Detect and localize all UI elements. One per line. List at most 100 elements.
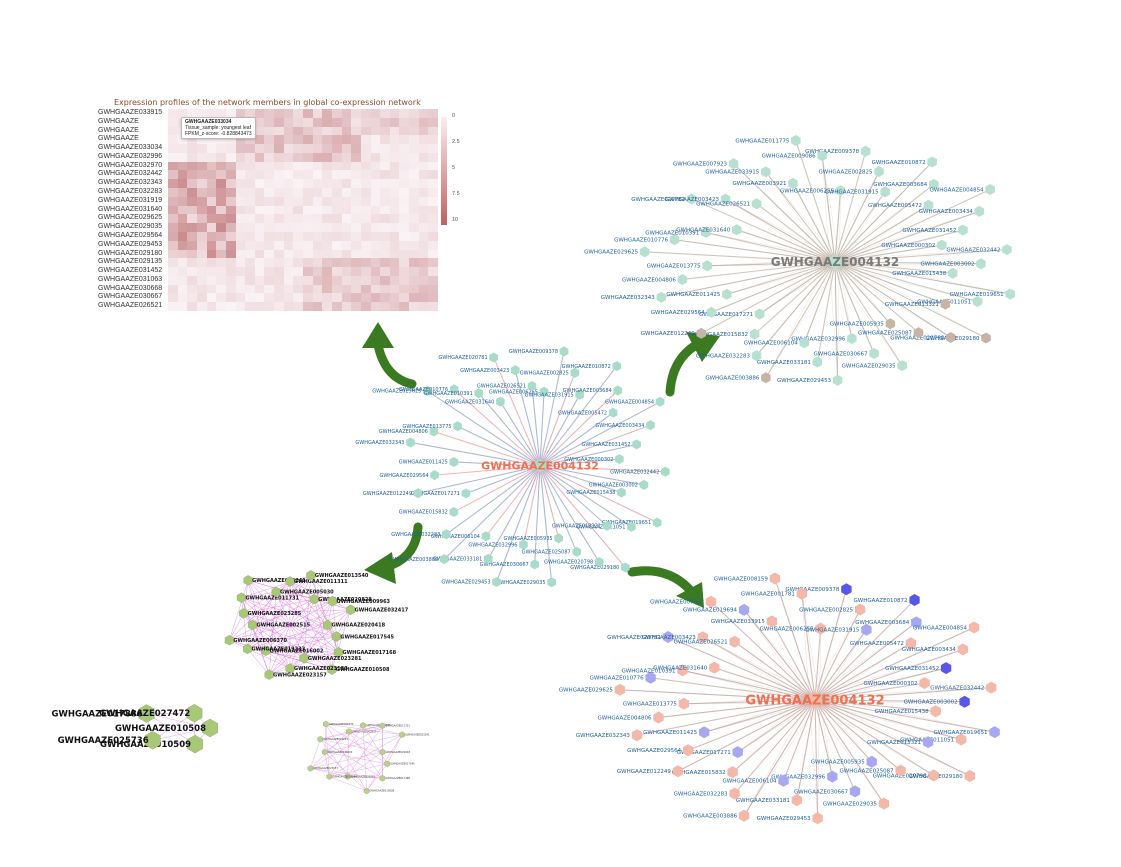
heatmap-cell[interactable] bbox=[235, 196, 246, 206]
heatmap-cell[interactable] bbox=[409, 302, 419, 312]
heatmap-cell[interactable] bbox=[360, 196, 371, 206]
heatmap-cell[interactable] bbox=[196, 293, 207, 303]
gene-node-icon[interactable] bbox=[511, 365, 520, 376]
heatmap-cell[interactable] bbox=[274, 267, 284, 277]
heatmap-cell[interactable] bbox=[283, 231, 294, 242]
heatmap-cell[interactable] bbox=[370, 214, 381, 224]
gene-node-icon[interactable] bbox=[239, 608, 249, 619]
heatmap-cell[interactable] bbox=[206, 214, 217, 224]
gene-node-icon[interactable] bbox=[326, 773, 333, 780]
heatmap-cell[interactable] bbox=[312, 284, 323, 294]
heatmap-cell[interactable] bbox=[216, 231, 227, 242]
heatmap-cell[interactable] bbox=[206, 293, 217, 303]
heatmap-cell[interactable] bbox=[177, 161, 188, 171]
heatmap-cell[interactable] bbox=[216, 188, 227, 198]
heatmap-cell[interactable] bbox=[312, 117, 323, 127]
heatmap-cell[interactable] bbox=[399, 223, 410, 233]
heatmap-cell[interactable] bbox=[312, 302, 323, 312]
heatmap-cell[interactable] bbox=[225, 240, 236, 250]
heatmap-cell[interactable] bbox=[293, 152, 304, 162]
heatmap-cell[interactable] bbox=[274, 170, 284, 180]
gene-node-icon[interactable] bbox=[860, 145, 871, 157]
heatmap-cell[interactable] bbox=[293, 161, 304, 171]
heatmap-cell[interactable] bbox=[409, 135, 419, 145]
heatmap-cell[interactable] bbox=[303, 223, 313, 233]
heatmap-cell[interactable] bbox=[322, 196, 333, 206]
heatmap-cell[interactable] bbox=[428, 258, 439, 268]
heatmap-cell[interactable] bbox=[168, 293, 178, 303]
gene-node-icon[interactable] bbox=[754, 308, 765, 320]
heatmap-cell[interactable] bbox=[428, 205, 439, 215]
heatmap-cell[interactable] bbox=[399, 205, 410, 215]
heatmap-cell[interactable] bbox=[360, 188, 371, 198]
heatmap-cell[interactable] bbox=[322, 258, 333, 268]
heatmap-cell[interactable] bbox=[380, 188, 391, 198]
heatmap-cell[interactable] bbox=[360, 240, 371, 250]
heatmap-cell[interactable] bbox=[331, 109, 342, 119]
heatmap-cell[interactable] bbox=[322, 188, 333, 198]
gene-node-icon[interactable] bbox=[602, 520, 612, 531]
gene-node-icon[interactable] bbox=[645, 671, 656, 684]
gene-node-icon[interactable] bbox=[656, 291, 667, 303]
heatmap-cell[interactable] bbox=[274, 144, 284, 154]
gene-node-icon[interactable] bbox=[729, 787, 740, 800]
gene-node-icon[interactable] bbox=[727, 766, 738, 779]
heatmap-cell[interactable] bbox=[264, 240, 275, 250]
heatmap-cell[interactable] bbox=[245, 179, 256, 189]
gene-node-icon[interactable] bbox=[399, 731, 405, 738]
heatmap-cell[interactable] bbox=[399, 196, 410, 206]
gene-node-icon[interactable] bbox=[379, 748, 386, 756]
heatmap-cell[interactable] bbox=[331, 267, 342, 277]
heatmap-cell[interactable] bbox=[283, 302, 294, 312]
gene-node-icon[interactable] bbox=[613, 385, 623, 396]
heatmap-cell[interactable] bbox=[177, 231, 188, 242]
heatmap-cell[interactable] bbox=[293, 170, 304, 180]
heatmap-cell[interactable] bbox=[331, 214, 342, 224]
heatmap-cell[interactable] bbox=[196, 223, 207, 233]
heatmap-cell[interactable] bbox=[351, 109, 362, 119]
heatmap-cell[interactable] bbox=[264, 161, 275, 171]
heatmap-cell[interactable] bbox=[331, 117, 342, 127]
heatmap-cell[interactable] bbox=[235, 161, 246, 171]
heatmap-cell[interactable] bbox=[245, 223, 256, 233]
heatmap-cell[interactable] bbox=[341, 293, 352, 303]
heatmap-cell[interactable] bbox=[168, 161, 178, 171]
gene-node-icon[interactable] bbox=[968, 621, 980, 634]
heatmap-cell[interactable] bbox=[293, 109, 304, 119]
heatmap-cell[interactable] bbox=[418, 275, 429, 285]
heatmap-cell[interactable] bbox=[370, 126, 381, 136]
heatmap-cell[interactable] bbox=[351, 249, 362, 259]
gene-node-icon[interactable] bbox=[474, 388, 484, 399]
heatmap-cell[interactable] bbox=[331, 240, 342, 250]
heatmap-cell[interactable] bbox=[177, 188, 188, 198]
heatmap-cell[interactable] bbox=[418, 109, 429, 119]
heatmap-grid[interactable] bbox=[168, 109, 439, 312]
heatmap-cell[interactable] bbox=[322, 275, 333, 285]
gene-node-icon[interactable] bbox=[946, 332, 956, 343]
gene-node-icon[interactable] bbox=[897, 360, 907, 372]
heatmap-cell[interactable] bbox=[254, 152, 265, 162]
heatmap-cell[interactable] bbox=[216, 214, 227, 224]
heatmap-cell[interactable] bbox=[254, 179, 265, 189]
heatmap-cell[interactable] bbox=[370, 117, 381, 127]
heatmap-cell[interactable] bbox=[331, 302, 342, 312]
heatmap-cell[interactable] bbox=[254, 223, 265, 233]
heatmap-cell[interactable] bbox=[216, 205, 227, 215]
heatmap-cell[interactable] bbox=[196, 196, 207, 206]
heatmap-cell[interactable] bbox=[283, 293, 294, 303]
heatmap-cell[interactable] bbox=[409, 267, 419, 277]
heatmap-cell[interactable] bbox=[264, 293, 275, 303]
heatmap-cell[interactable] bbox=[380, 144, 391, 154]
heatmap-cell[interactable] bbox=[322, 205, 333, 215]
heatmap-cell[interactable] bbox=[274, 249, 284, 259]
heatmap-cell[interactable] bbox=[264, 135, 275, 145]
heatmap-cell[interactable] bbox=[312, 223, 323, 233]
gene-node-icon[interactable] bbox=[812, 356, 823, 368]
gene-node-icon[interactable] bbox=[957, 643, 969, 656]
heatmap-cell[interactable] bbox=[351, 293, 362, 303]
gene-node-icon[interactable] bbox=[309, 593, 319, 605]
heatmap-cell[interactable] bbox=[341, 152, 352, 162]
heatmap-cell[interactable] bbox=[428, 144, 439, 154]
heatmap-cell[interactable] bbox=[168, 170, 178, 180]
heatmap-cell[interactable] bbox=[235, 302, 246, 312]
